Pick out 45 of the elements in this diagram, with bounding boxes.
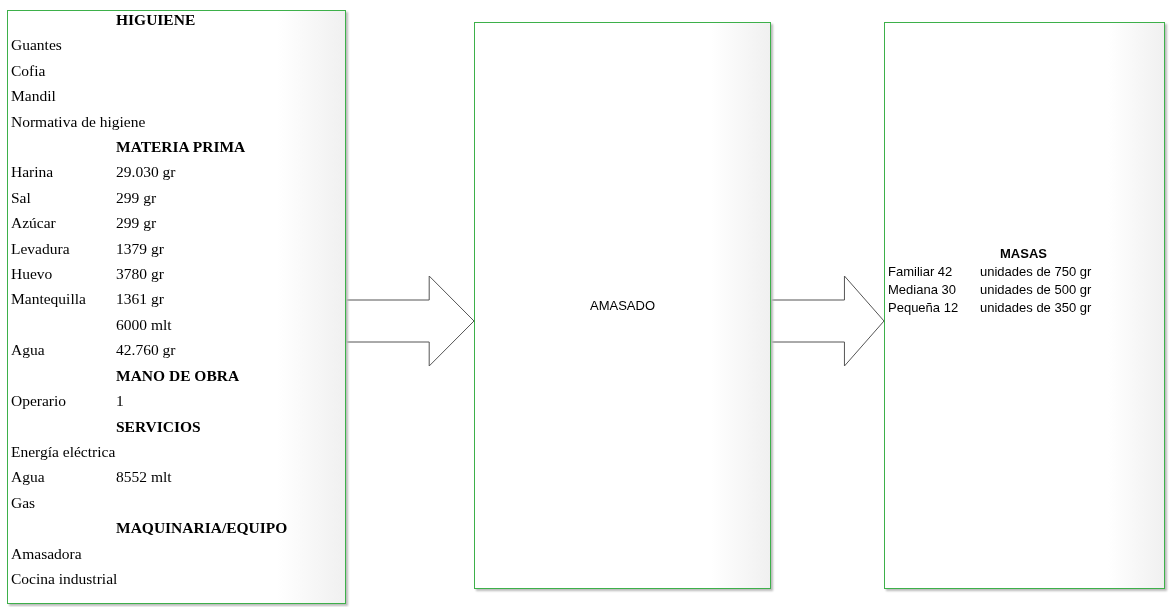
item-text: Agua: [11, 467, 46, 488]
quantity-text: 29.030 gr: [116, 162, 176, 183]
section-heading: MANO DE OBRA: [116, 365, 240, 386]
item-text: Mediana 30: [888, 281, 957, 299]
quantity-text: unidades de 350 gr: [980, 299, 1092, 317]
quantity-text: 299 gr: [116, 213, 157, 234]
item-text: Mantequilla: [11, 289, 87, 310]
section-heading: MATERIA PRIMA: [116, 137, 246, 158]
step-label: AMASADO: [590, 298, 655, 313]
quantity-text: 299 gr: [116, 187, 157, 208]
section-heading: MASAS: [1000, 245, 1047, 263]
quantity-text: 3780 gr: [116, 264, 164, 285]
item-text: Azúcar: [11, 213, 57, 234]
item-text: Energía eléctrica: [11, 441, 116, 462]
item-text: Sal: [11, 187, 32, 208]
quantity-text: 1379 gr: [116, 238, 164, 259]
section-heading: MAQUINARIA/EQUIPO: [116, 518, 288, 539]
item-text: Agua: [11, 340, 46, 361]
item-text: Harina: [11, 162, 55, 183]
item-text: Gas: [11, 492, 36, 513]
process-box: [474, 22, 771, 589]
quantity-text: unidades de 750 gr: [980, 263, 1092, 281]
section-heading: SERVICIOS: [116, 416, 201, 437]
section-heading: HIGUIENE: [116, 10, 196, 30]
item-text: Normativa de higiene: [11, 111, 146, 132]
item-text: Amasadora: [11, 543, 82, 564]
process-box: [7, 10, 346, 604]
item-text: Pequeña 12: [888, 299, 960, 317]
quantity-text: unidades de 500 gr: [980, 281, 1092, 299]
block-arrow: [770, 275, 885, 367]
item-text: Huevo: [11, 264, 54, 285]
item-text: Cocina industrial: [11, 568, 118, 589]
item-text: Guantes: [11, 35, 62, 56]
item-text: Mandil: [11, 86, 56, 107]
quantity-text: 8552 mlt: [116, 467, 172, 488]
item-text: Familiar 42: [888, 263, 954, 281]
item-text: Cofia: [11, 60, 46, 81]
item-text: Levadura: [11, 238, 71, 259]
quantity-text: 1361 gr: [116, 289, 164, 310]
quantity-text: 1: [116, 391, 124, 412]
quantity-text: 42.760 gr: [116, 340, 176, 361]
process-box: [884, 22, 1165, 589]
item-text: Operario: [11, 391, 68, 412]
quantity-text: 6000 mlt: [116, 314, 172, 335]
block-arrow: [345, 275, 475, 367]
